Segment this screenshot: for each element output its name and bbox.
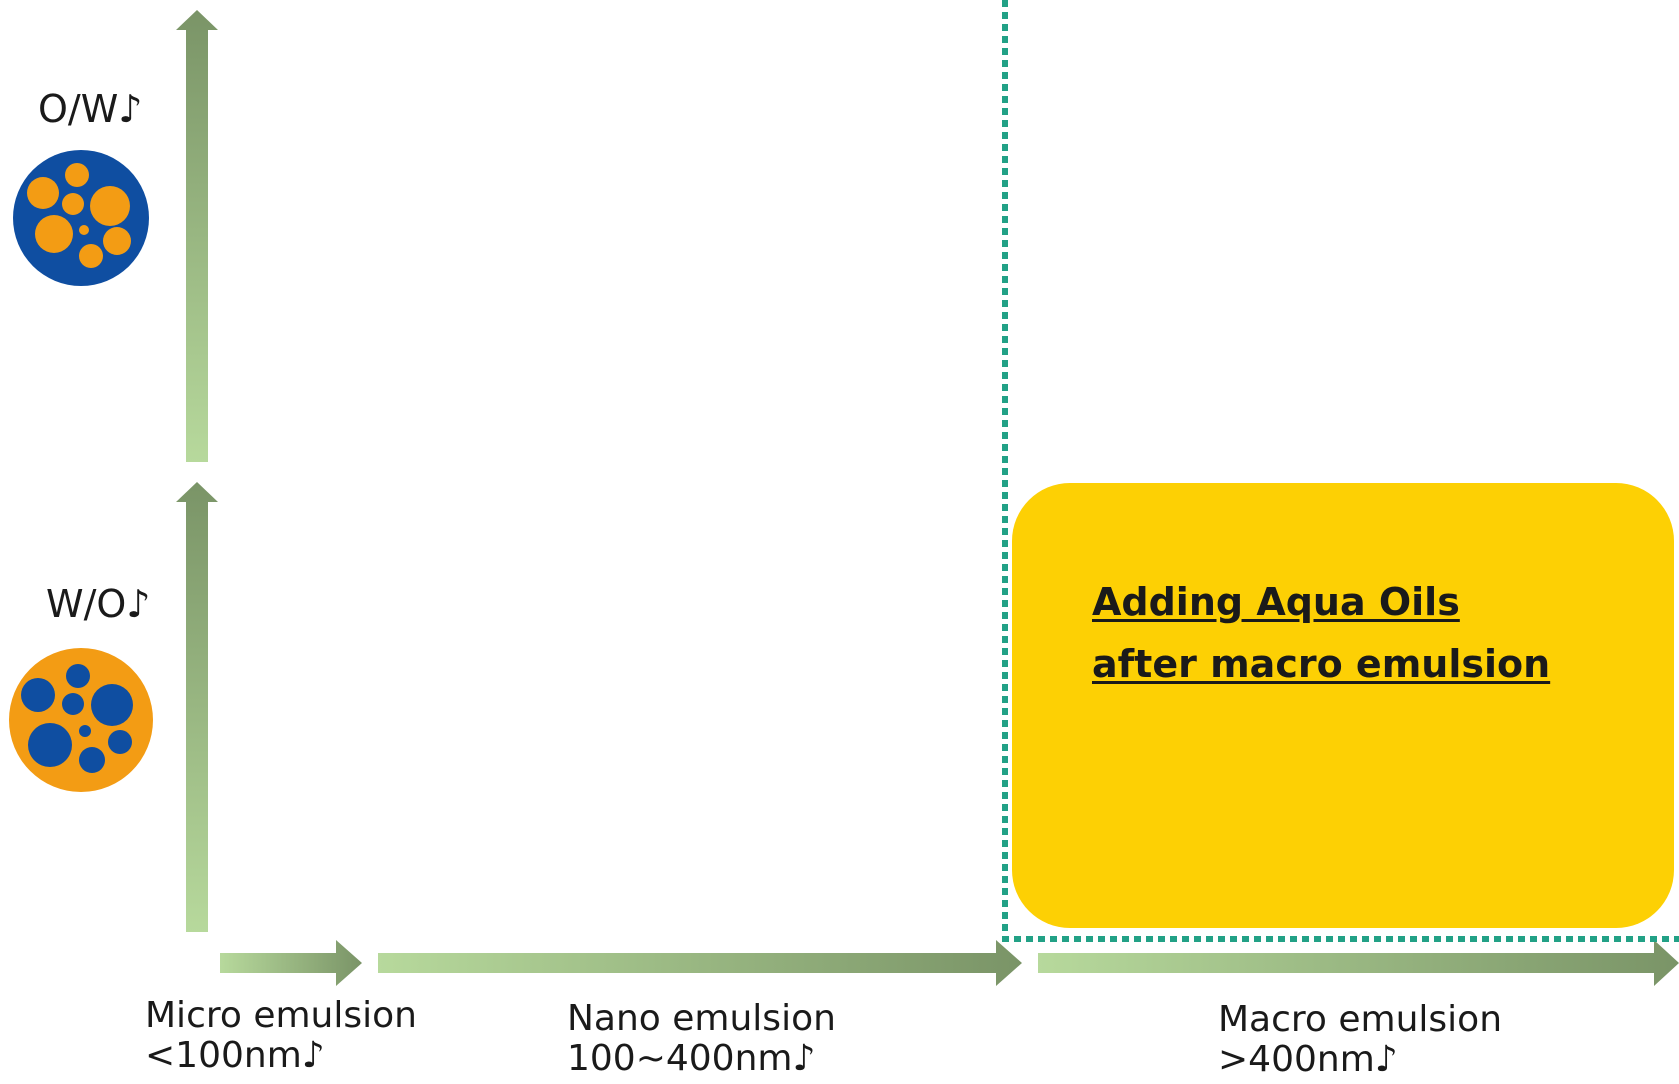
- callout-line-1: Adding Aqua Oils: [1092, 580, 1460, 624]
- wo-label: W/O♪: [46, 582, 151, 626]
- macro-axis-arrow: [1038, 940, 1679, 986]
- micro-emulsion-range: <100nm♪: [145, 1035, 325, 1076]
- aqua-oils-callout: Adding Aqua Oils after macro emulsion: [1012, 483, 1674, 928]
- macro-region-dotted-border: [1002, 0, 1679, 942]
- micro-axis-arrow: [220, 940, 362, 986]
- wo-axis-arrow: [176, 482, 218, 932]
- callout-line-2: after macro emulsion: [1092, 642, 1551, 686]
- ow-axis-arrow: [176, 10, 218, 462]
- nano-emulsion-name: Nano emulsion: [567, 998, 836, 1039]
- nano-axis-arrow: [378, 940, 1022, 986]
- macro-emulsion-label: Macro emulsion >400nm♪: [1218, 1000, 1502, 1080]
- macro-emulsion-range: >400nm♪: [1218, 1039, 1398, 1080]
- nano-emulsion-label: Nano emulsion 100~400nm♪: [567, 999, 836, 1079]
- macro-emulsion-name: Macro emulsion: [1218, 999, 1503, 1040]
- micro-emulsion-label: Micro emulsion <100nm♪: [145, 996, 417, 1076]
- micro-emulsion-name: Micro emulsion: [145, 995, 417, 1036]
- oil-in-water-droplet-icon: [13, 150, 149, 286]
- water-in-oil-droplet-icon: [9, 648, 153, 792]
- nano-emulsion-range: 100~400nm♪: [567, 1038, 816, 1079]
- ow-label: O/W♪: [38, 87, 143, 131]
